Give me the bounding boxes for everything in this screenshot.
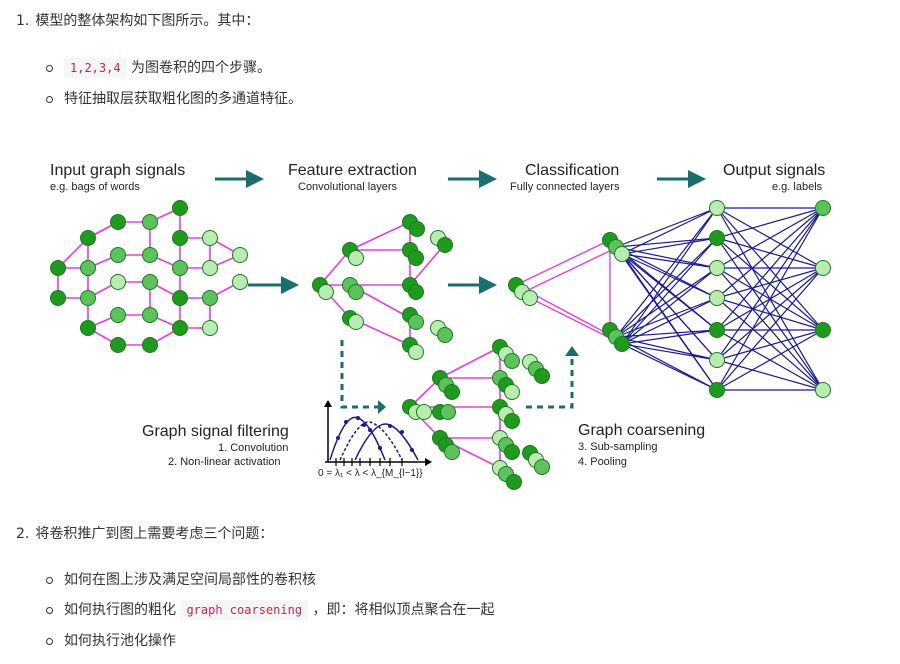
output-subtitle: e.g. labels <box>772 181 823 193</box>
output-edges <box>716 207 824 391</box>
fc-edge <box>615 237 718 338</box>
sub-list-text: 如何执行图的粗化 <box>64 602 181 618</box>
fc-edge <box>621 343 718 361</box>
fc-edge <box>716 207 824 331</box>
coarsening-step-3: 3. Sub-sampling <box>578 441 658 453</box>
filter-axis-label: 0 = λ₁ < λ < λ_{M_{l−1}} <box>318 468 423 479</box>
fc-edge <box>716 207 824 299</box>
fc-edge <box>621 207 718 255</box>
classification-edges <box>515 239 619 343</box>
output-node <box>815 260 831 276</box>
output-node <box>815 382 831 398</box>
fc-edge <box>615 246 718 361</box>
fc-edge <box>615 336 718 361</box>
hidden-node <box>709 382 725 398</box>
fc-edge <box>621 207 718 345</box>
feature-subtitle: Convolutional layers <box>298 181 398 193</box>
sub-list-item: 如何在图上涉及满足空间局部性的卷积核 <box>64 572 316 588</box>
arrowhead-icon <box>565 346 579 356</box>
fc-edge <box>615 246 718 391</box>
inline-code: graph coarsening <box>180 600 309 620</box>
output-nodes <box>815 200 831 398</box>
list-number: 1. <box>16 13 30 29</box>
sub-list-item: 1,2,3,4 为图卷积的四个步骤。 <box>64 57 272 78</box>
sub-list-item: 如何执行图的粗化 graph coarsening ，即：将相似顶点聚合在一起 <box>64 599 495 620</box>
fc-edge <box>716 359 824 391</box>
fc-edge <box>716 207 824 239</box>
filter-plot: 0 = λ₁ < λ < λ_{M_{l−1}} <box>318 400 432 479</box>
input-graph-nodes <box>50 200 248 353</box>
bullet-icon <box>46 638 53 645</box>
list-text: 模型的整体架构如下图所示。其中： <box>35 13 260 29</box>
sub-list-item: 如何执行池化操作 <box>64 633 176 649</box>
arrowhead-icon <box>378 400 386 414</box>
output-title: Output signals <box>723 162 825 179</box>
fc-edge <box>716 207 824 361</box>
bullet-icon <box>46 96 53 103</box>
fc-edge <box>615 207 718 338</box>
output-node <box>815 200 831 216</box>
classification-nodes <box>508 232 630 352</box>
input-title: Input graph signals <box>50 162 185 179</box>
fc-edge <box>615 336 718 391</box>
hidden-node <box>709 260 725 276</box>
architecture-figure: Input graph signals e.g. bags of words F… <box>50 162 831 490</box>
hidden-node <box>709 230 725 246</box>
sub-list-text: 为图卷积的四个步骤。 <box>126 60 272 76</box>
feature-graph-nodes <box>312 214 453 360</box>
fc-edge <box>615 329 718 338</box>
filter-step-2: 2. Non-linear activation <box>168 456 281 468</box>
hidden-layer-nodes <box>709 200 725 398</box>
fc-edge <box>615 297 718 338</box>
input-subtitle: e.g. bags of words <box>50 181 140 193</box>
dashed-arrow-icon <box>526 355 574 409</box>
hidden-node <box>709 290 725 306</box>
hidden-node <box>709 200 725 216</box>
sub-list-item: 特征抽取层获取粗化图的多通道特征。 <box>64 91 302 107</box>
sub-list-text: ，即：将相似顶点聚合在一起 <box>308 602 495 618</box>
feature-title: Feature extraction <box>288 162 417 179</box>
list-text: 将卷积推广到图上需要考虑三个问题： <box>35 526 274 542</box>
classification-subtitle: Fully connected layers <box>510 181 620 193</box>
list-item-2: 2. 将卷积推广到图上需要考虑三个问题： <box>16 523 273 543</box>
coarsening-step-4: 4. Pooling <box>578 456 627 468</box>
coarsening-title: Graph coarsening <box>578 422 705 439</box>
fc-edge <box>716 329 824 361</box>
filter-title: Graph signal filtering <box>142 423 289 440</box>
bullet-icon <box>46 607 53 614</box>
fully-connected-edges <box>615 207 718 391</box>
classification-title: Classification <box>525 162 619 179</box>
fc-edge <box>621 253 718 269</box>
fc-edge <box>716 207 824 269</box>
filter-step-1: 1. Convolution <box>218 442 288 454</box>
dashed-arrow-icon <box>340 340 380 409</box>
fc-edge <box>621 297 718 345</box>
hidden-node <box>709 322 725 338</box>
fc-edge <box>615 267 718 338</box>
coarsened-graph-nodes <box>402 339 550 490</box>
fc-edge <box>716 267 824 391</box>
list-number: 2. <box>16 526 30 542</box>
output-node <box>815 322 831 338</box>
fc-edge <box>615 237 718 248</box>
hidden-node <box>709 352 725 368</box>
fc-edge <box>615 207 718 248</box>
fc-edge <box>716 329 824 391</box>
inline-code: 1,2,3,4 <box>64 58 127 78</box>
list-item-1: 1. 模型的整体架构如下图所示。其中： <box>16 10 259 30</box>
fc-edge <box>716 207 824 391</box>
fc-edge <box>716 267 824 361</box>
fc-edge <box>615 246 718 331</box>
fc-edge <box>716 297 824 391</box>
bullet-icon <box>46 577 53 584</box>
fc-edge <box>615 246 718 269</box>
bullet-icon <box>46 65 53 72</box>
